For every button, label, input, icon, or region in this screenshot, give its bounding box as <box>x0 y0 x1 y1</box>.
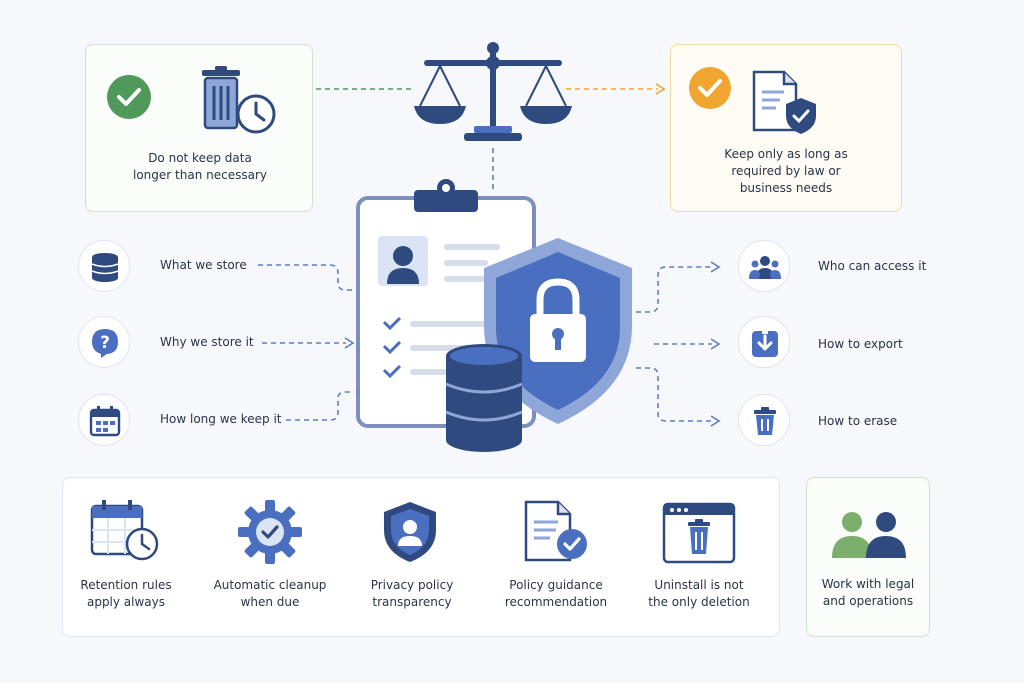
principle-minimize-label: Do not keep data longer than necessary <box>133 151 267 182</box>
trash-clock-icon <box>202 66 276 134</box>
step-label-1: Retention rules apply always <box>80 578 172 609</box>
green-check-icon <box>107 75 151 119</box>
users-icon <box>749 256 781 279</box>
trash-icon <box>754 407 776 435</box>
svg-text:?: ? <box>100 333 110 353</box>
gear-check-icon <box>238 500 302 564</box>
left-item-circle-1 <box>78 240 130 292</box>
left-item-label-1: What we store <box>160 258 247 272</box>
arrow-head-right-top <box>655 83 666 95</box>
right-item-label-2: How to export <box>818 337 903 351</box>
document-check-icon <box>524 500 587 562</box>
steps-panel <box>62 477 780 637</box>
left-item-label-2: Why we store it <box>160 335 254 349</box>
arrow-head-access <box>710 261 721 273</box>
step-label-5: Uninstall is not the only deletion <box>648 578 750 609</box>
left-item-circle-3 <box>78 394 130 446</box>
collaboration-label: Work with legal and operations <box>821 577 915 608</box>
left-item-circle-2: ? <box>78 316 130 368</box>
arrow-head-why <box>344 337 355 349</box>
connector-what-we-store <box>258 264 354 291</box>
calendar-icon <box>89 406 121 437</box>
step-label-3: Privacy policy transparency <box>370 578 454 609</box>
connector-how-long <box>286 391 354 421</box>
left-item-label-3: How long we keep it <box>160 412 282 426</box>
right-item-circle-2 <box>738 316 790 368</box>
connector-erase <box>636 367 712 422</box>
right-item-circle-1 <box>738 240 790 292</box>
calendar-clock-icon <box>90 500 159 561</box>
database-icon <box>91 253 119 282</box>
arrow-head-erase <box>710 415 721 427</box>
principle-legal-label: Keep only as long as required by law or … <box>724 147 848 195</box>
balance-scale-icon <box>414 42 572 141</box>
orange-check-icon <box>689 67 731 109</box>
step-label-4: Policy guidance recommendation <box>504 578 608 609</box>
team-icon <box>832 512 906 558</box>
arrow-head-export <box>710 338 721 350</box>
step-label-2: Automatic cleanup when due <box>213 578 327 609</box>
principle-card-minimize <box>85 44 313 212</box>
connector-who-access <box>636 266 712 313</box>
right-item-label-1: Who can access it <box>818 259 927 273</box>
export-icon <box>752 328 778 357</box>
clipboard-shield-database-icon <box>356 179 632 452</box>
right-item-circle-3 <box>738 394 790 446</box>
document-shield-icon <box>752 70 816 134</box>
right-item-label-3: How to erase <box>818 414 898 428</box>
question-icon: ? <box>92 329 118 358</box>
window-trash-icon <box>662 502 736 564</box>
shield-user-icon <box>384 502 436 562</box>
